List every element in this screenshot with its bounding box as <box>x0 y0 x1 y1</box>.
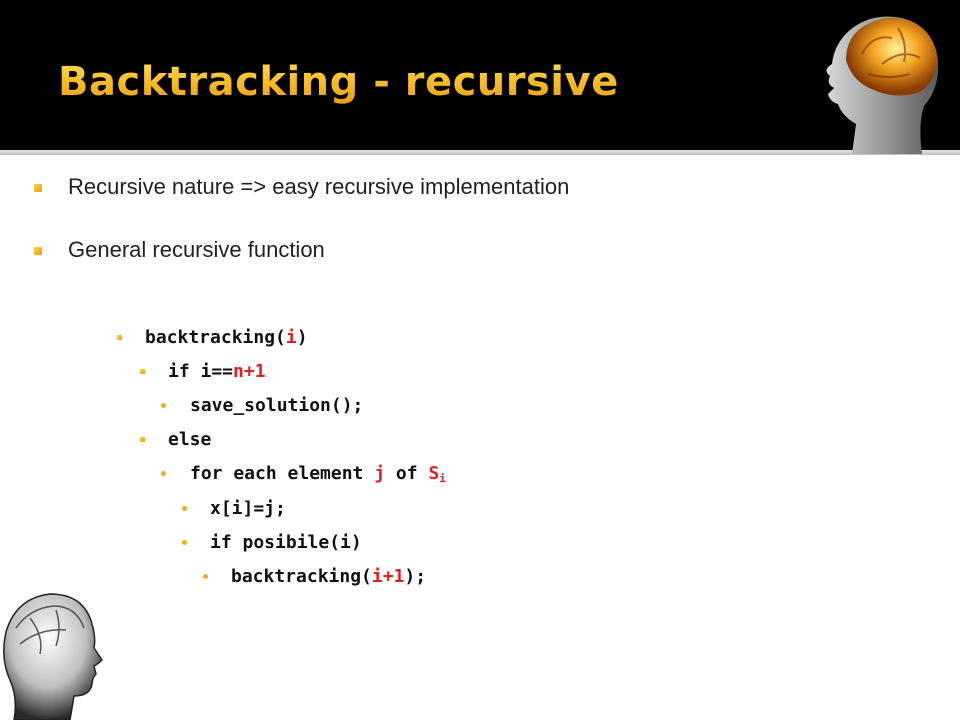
header-divider <box>0 150 960 155</box>
code-line-if-posibile: if posibile(i) <box>210 532 362 553</box>
code-highlight: n+1 <box>233 361 266 382</box>
code-line-else: else <box>168 429 212 450</box>
code-highlight: S <box>428 463 440 484</box>
bullet-marker <box>140 437 145 442</box>
code-line-save: save_solution(); <box>190 395 364 416</box>
bullet-marker <box>140 369 145 374</box>
code-text: ); <box>404 566 427 587</box>
brain-head-illustration <box>826 16 939 154</box>
bullet-recursive-nature: Recursive nature => easy recursive imple… <box>68 174 570 199</box>
code-line-for: for each element j of Si <box>190 463 446 485</box>
code-highlight: i+1 <box>371 566 405 587</box>
code-text: if i== <box>168 361 234 382</box>
code-text: backtracking( <box>231 566 372 587</box>
code-text: backtracking( <box>145 327 286 348</box>
code-line-assign: x[i]=j; <box>210 498 286 519</box>
code-text: for each element <box>190 463 375 484</box>
bullet-marker <box>161 471 166 476</box>
bullet-marker <box>161 403 166 408</box>
code-text: ) <box>296 327 308 348</box>
bullet-marker <box>182 506 187 511</box>
code-subscript: i <box>439 472 446 485</box>
code-highlight: j <box>374 463 386 484</box>
bullet-marker <box>203 574 208 579</box>
slide-title: Backtracking - recursive <box>58 52 619 112</box>
bullet-marker <box>34 184 42 192</box>
code-param: i <box>285 327 297 348</box>
slide-header <box>0 0 960 150</box>
code-line-if: if i==n+1 <box>168 361 266 382</box>
code-text: of <box>385 463 429 484</box>
bullet-general-function: General recursive function <box>68 237 325 262</box>
bullet-marker <box>117 335 122 340</box>
code-line-recursive-call: backtracking(i+1); <box>231 566 426 587</box>
bullet-marker <box>34 247 42 255</box>
head-sketch-illustration <box>3 593 103 720</box>
code-line-backtracking: backtracking(i) <box>145 327 308 348</box>
bullet-marker <box>182 540 187 545</box>
